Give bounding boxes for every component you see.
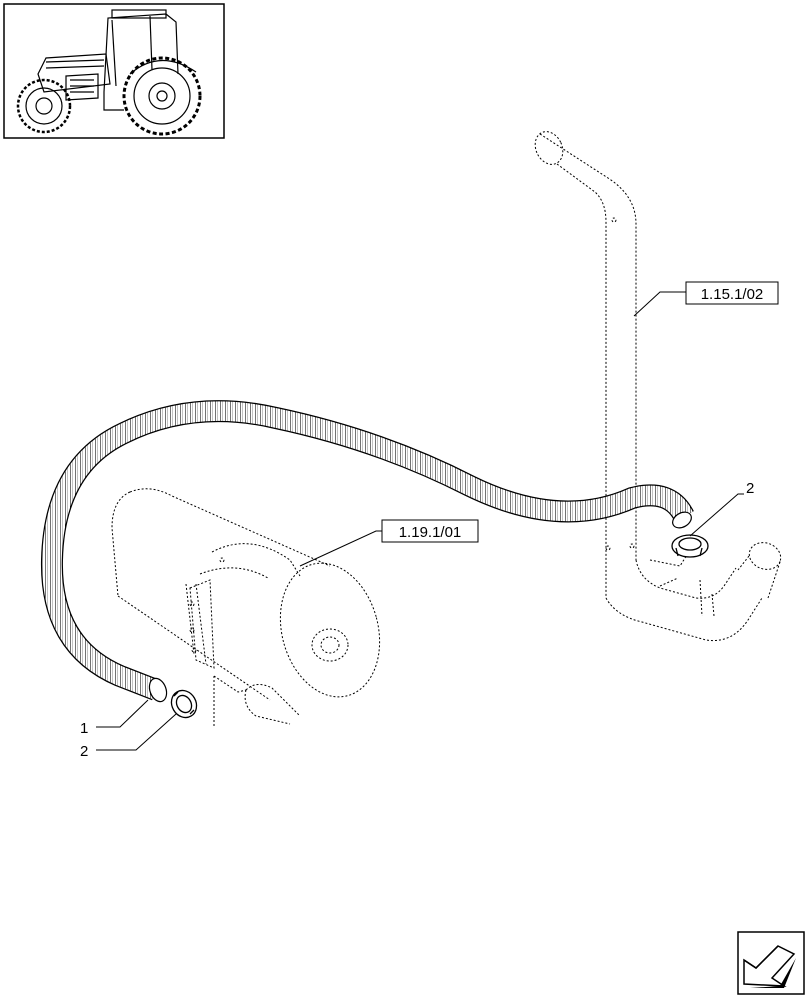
reference-box-exhaust[interactable]: 1.15.1/02 [685, 281, 779, 305]
leader-1-19 [299, 530, 382, 567]
leader-2-lower [96, 713, 177, 751]
flexible-hose [40, 400, 694, 703]
reference-box-air-cleaner[interactable]: 1.19.1/01 [381, 519, 479, 543]
leader-2-upper [689, 493, 744, 537]
arrow-icon [743, 945, 796, 988]
air-cleaner [111, 488, 381, 726]
reference-label-exhaust: 1.15.1/02 [701, 286, 764, 303]
tractor-thumbnail[interactable] [3, 3, 225, 139]
hose-clamp-lower [170, 689, 198, 719]
tractor-icon [16, 9, 202, 136]
callout-2-clamp-lower: 2 [80, 743, 88, 760]
leader-1 [96, 699, 149, 728]
exhaust-pipe [534, 131, 782, 642]
navigation-arrow-button[interactable] [737, 931, 805, 995]
hose-clamp-upper [671, 534, 709, 558]
reference-label-air-cleaner: 1.19.1/01 [399, 524, 462, 541]
leader-1-15 [633, 291, 686, 317]
callout-1-hose: 1 [80, 720, 88, 737]
leader-lines [96, 291, 744, 751]
callout-2-clamp-upper: 2 [746, 480, 754, 497]
